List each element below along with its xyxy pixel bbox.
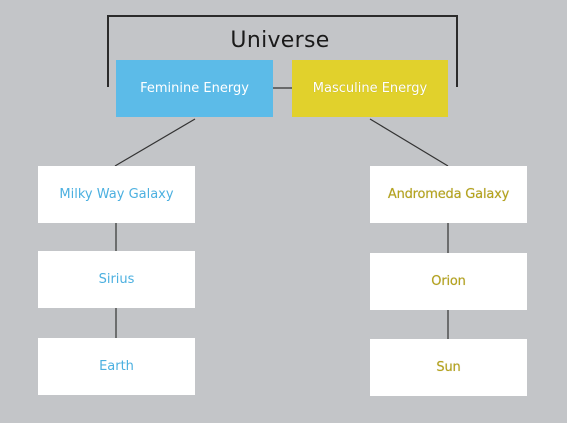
node-label: Milky Way Galaxy — [59, 187, 174, 202]
feminine-energy-box: Feminine Energy — [116, 60, 273, 117]
node-label: Sun — [436, 360, 461, 375]
node-label: Orion — [431, 274, 466, 289]
universe-bracket — [107, 15, 458, 87]
node-label: Sirius — [98, 272, 135, 287]
feminine-branch-line — [114, 118, 196, 167]
diagram-title: Universe — [230, 28, 330, 53]
node-orion: Orion — [370, 253, 527, 310]
node-sun: Sun — [370, 339, 527, 396]
node-andromeda-galaxy: Andromeda Galaxy — [370, 166, 527, 223]
node-milky-way-galaxy: Milky Way Galaxy — [38, 166, 195, 223]
node-earth: Earth — [38, 338, 195, 395]
masculine-branch-line — [369, 118, 449, 167]
node-sirius: Sirius — [38, 251, 195, 308]
masculine-energy-box: Masculine Energy — [292, 60, 448, 117]
node-label: Earth — [99, 359, 134, 374]
node-label: Andromeda Galaxy — [387, 187, 510, 202]
masculine-energy-label: Masculine Energy — [312, 81, 428, 96]
feminine-energy-label: Feminine Energy — [140, 81, 249, 96]
